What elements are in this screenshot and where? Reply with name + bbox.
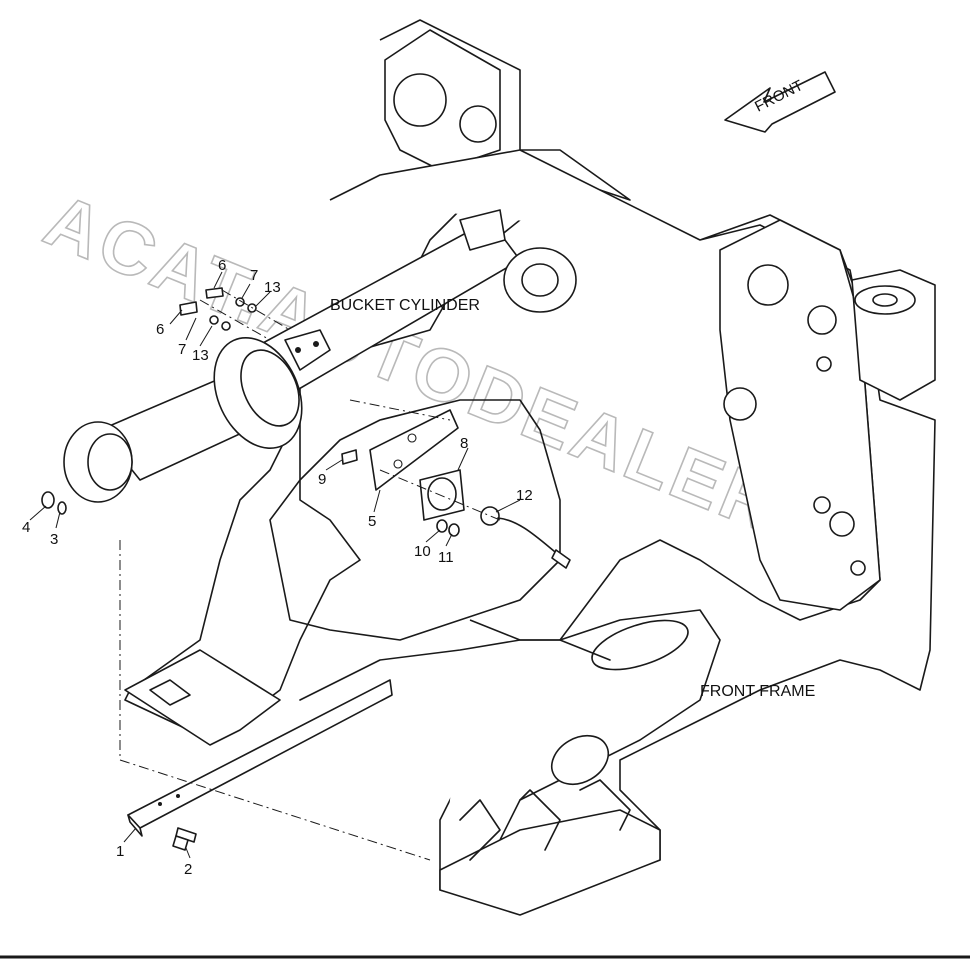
callout-2: 2 <box>184 861 192 878</box>
callout-4: 4 <box>22 519 30 536</box>
proximity-switch-part-12 <box>480 506 571 569</box>
front-direction-arrow: FRONT <box>724 71 836 133</box>
callout-13a: 13 <box>264 279 281 296</box>
bolt-part-9 <box>341 449 358 465</box>
nut-part-4 <box>41 491 55 509</box>
angle-bracket-part-1 <box>127 679 393 837</box>
callout-7b: 7 <box>178 341 186 358</box>
callout-5: 5 <box>368 513 376 530</box>
angle-support-part-5 <box>369 409 459 491</box>
front-frame-body <box>124 19 936 916</box>
callout-leaders <box>29 271 521 859</box>
callout-11: 11 <box>438 549 454 566</box>
callout-13b: 13 <box>192 347 209 364</box>
washer-part-10-11 <box>436 519 460 537</box>
bucket-cylinder <box>63 209 577 503</box>
callout-numbers: 1 2 3 4 5 6 6 7 7 8 9 10 11 12 13 13 <box>22 257 533 878</box>
callout-9: 9 <box>318 471 326 488</box>
assembly-center-lines <box>119 289 501 861</box>
callout-7a: 7 <box>250 267 258 284</box>
bolt-part-2 <box>172 827 197 851</box>
front-frame-label: FRONT FRAME <box>700 683 815 700</box>
callout-6b: 6 <box>156 321 164 338</box>
bracket-plate-part-8 <box>419 469 465 521</box>
washer-part-3 <box>57 501 67 515</box>
callout-10: 10 <box>414 543 431 560</box>
callout-1: 1 <box>116 843 124 860</box>
bolt-washer-set-6-7-13 <box>179 287 257 331</box>
callout-6a: 6 <box>218 257 226 274</box>
callout-12: 12 <box>516 487 533 504</box>
callout-3: 3 <box>50 531 58 548</box>
bucket-cylinder-label: BUCKET CYLINDER <box>330 297 480 314</box>
callout-8: 8 <box>460 435 468 452</box>
